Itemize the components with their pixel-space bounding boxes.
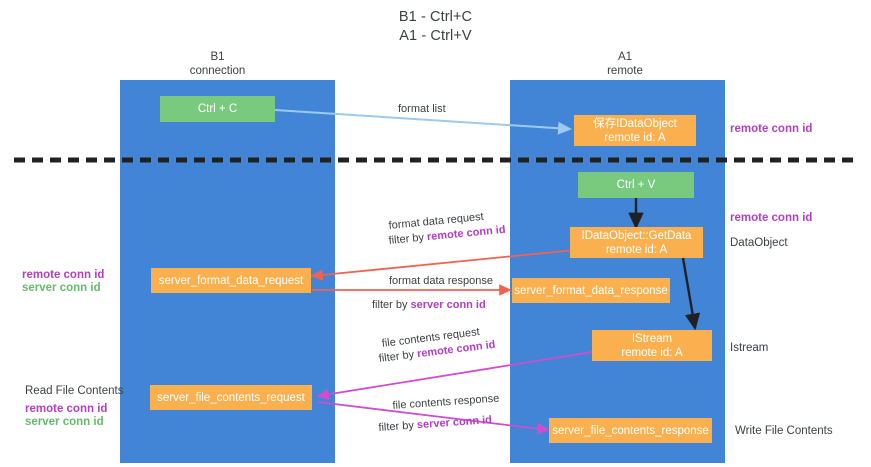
label-left-server-conn-id: server conn id [22,282,101,294]
box-server-format-data-response-label: server_format_data_response [514,284,668,297]
box-ctrl-c[interactable]: Ctrl + C [160,96,275,122]
column-header-a1-line2: remote [607,65,643,77]
arrowlabel-filter-by-server-conn-id-2: filter by server conn id [372,298,486,312]
label-istream: Istream [730,342,769,354]
box-server-format-data-request-label: server_format_data_request [158,274,304,287]
label-remote-conn-id-mid: remote conn id [730,212,813,224]
box-server-format-data-response[interactable]: server_format_data_response [512,278,670,303]
label-left-server-conn-id-2: server conn id [25,416,104,428]
column-header-a1: A1 remote [545,50,705,78]
box-server-file-contents-request[interactable]: server_file_contents_request [150,385,312,410]
box-server-file-contents-request-label: server_file_contents_request [157,391,305,404]
filter-by-value-4: server conn id [416,414,493,432]
box-server-format-data-request[interactable]: server_format_data_request [151,268,311,293]
arrowlabel-format-data-response: format data response [389,275,493,287]
arrowlabel-format-list: format list [398,103,446,115]
title-line-2: A1 - Ctrl+V [399,28,472,44]
column-header-b1-line1: B1 [210,51,225,63]
page-title: B1 - Ctrl+C A1 - Ctrl+V [0,8,871,46]
box-istream-line1: IStream [631,332,673,345]
box-save-idataobject[interactable]: 保存IDataObject remote id: A [574,115,696,146]
box-istream-line2: remote id: A [621,346,683,359]
box-idataobject-getdata-line1: IDataObject::GetData [581,229,692,242]
filter-by-prefix-1: filter by [388,231,428,247]
filter-by-prefix-2: filter by [372,299,411,311]
box-ctrl-v-label: Ctrl + V [616,179,656,191]
filter-by-prefix-3: filter by [378,348,418,365]
label-read-file-contents: Read File Contents [25,385,124,397]
column-header-b1-line2: connection [189,65,246,77]
box-server-file-contents-response-label: server_file_contents_response [552,424,709,437]
filter-by-prefix-4: filter by [378,419,418,434]
box-server-file-contents-response[interactable]: server_file_contents_response [549,418,712,443]
box-save-idataobject-line1: 保存IDataObject [593,117,677,130]
title-line-1: B1 - Ctrl+C [398,9,473,25]
box-ctrl-v[interactable]: Ctrl + V [578,172,694,198]
box-idataobject-getdata-line2: remote id: A [605,243,668,256]
box-istream[interactable]: IStream remote id: A [592,330,712,361]
label-remote-conn-id-top: remote conn id [730,123,813,135]
label-left-remote-conn-id-2: remote conn id [25,403,108,415]
box-ctrl-c-label: Ctrl + C [197,103,238,115]
arrowlabel-file-contents-response: file contents response [392,392,500,412]
label-dataobject: DataObject [730,237,788,249]
box-idataobject-getdata[interactable]: IDataObject::GetData remote id: A [570,227,703,258]
column-header-a1-line1: A1 [617,51,633,63]
column-header-b1: B1 connection [145,50,290,78]
label-left-remote-conn-id: remote conn id [22,269,105,281]
arrowlabel-filter-by-server-conn-id-4: filter by server conn id [378,413,492,435]
label-write-file-contents: Write File Contents [735,425,833,437]
box-save-idataobject-line2: remote id: A [604,131,666,144]
filter-by-value-2: server conn id [410,299,486,311]
